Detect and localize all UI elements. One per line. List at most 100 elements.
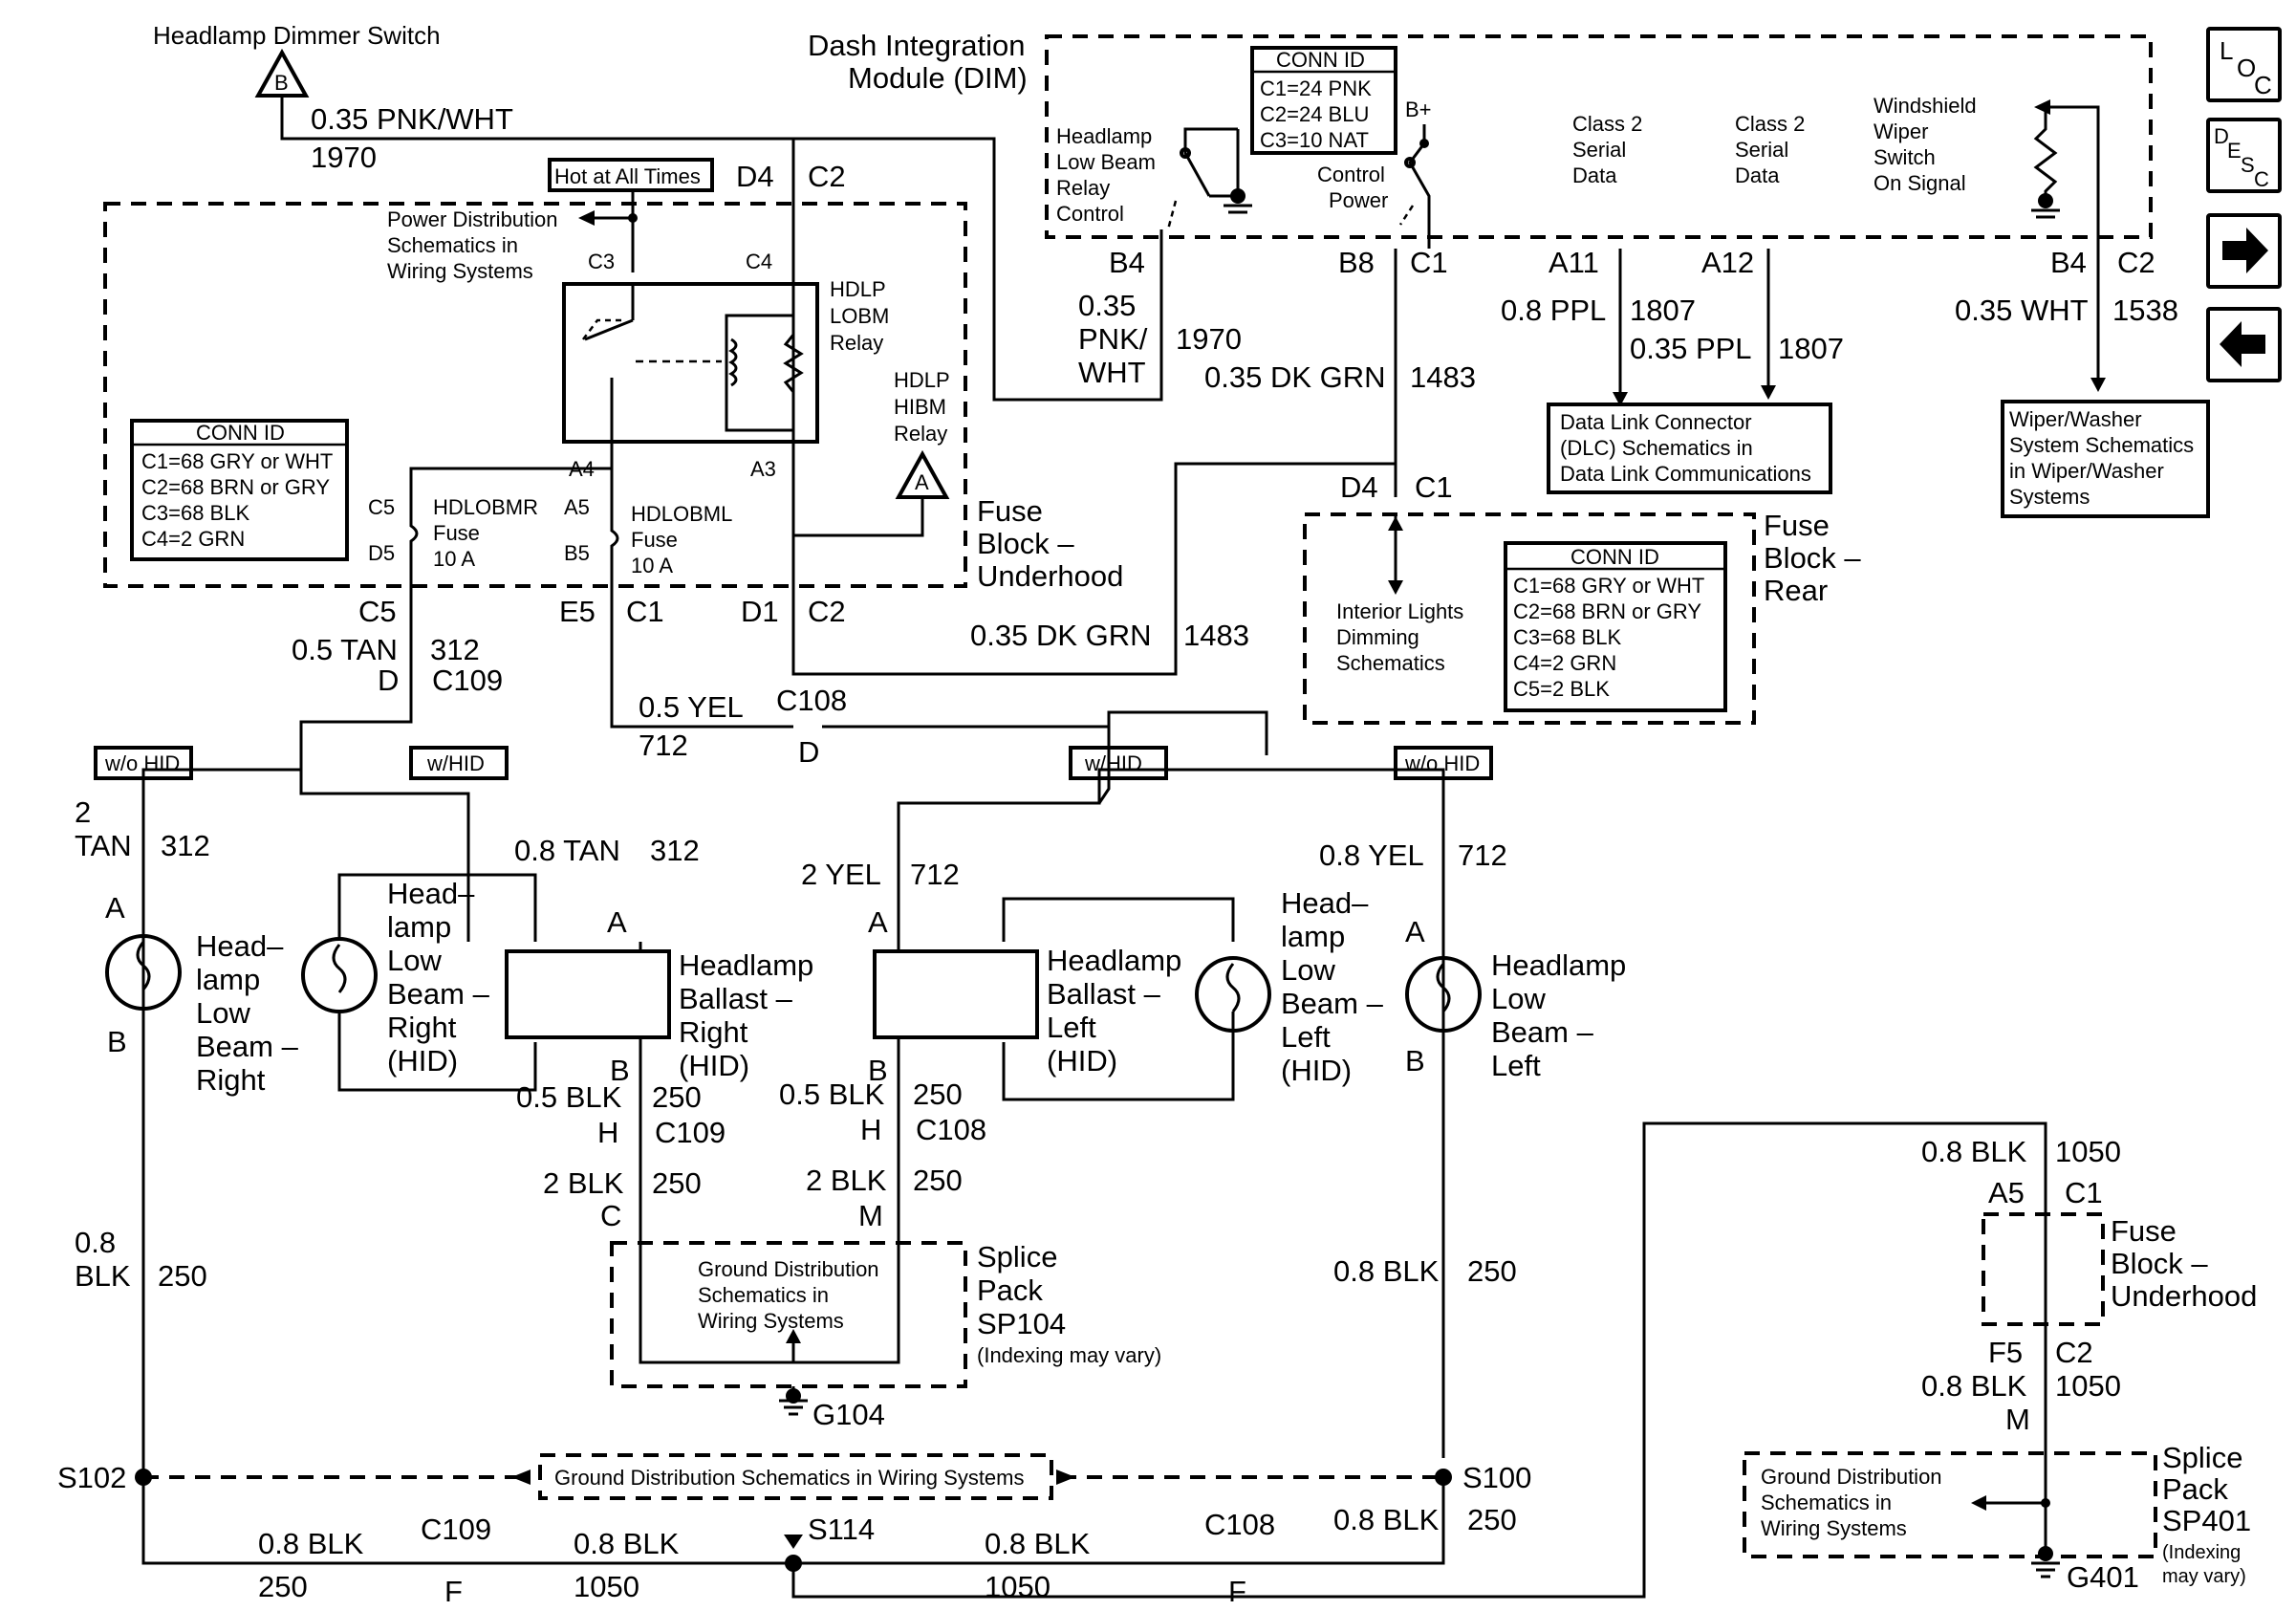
- svg-text:0.35: 0.35: [1078, 289, 1136, 322]
- ground-dist-center-label: Ground Distribution Schematics in Wiring…: [554, 1466, 1025, 1490]
- svg-text:C3: C3: [588, 250, 615, 273]
- svg-text:Serial: Serial: [1572, 138, 1626, 162]
- conn-id-dim: CONN ID C1=24 PNK C2=24 BLU C3=10 NAT: [1250, 46, 1397, 155]
- svg-text:HDLOBML: HDLOBML: [631, 502, 732, 526]
- headlamp-relay-control-label: Headlamp Low Beam Relay Control: [1056, 124, 1156, 226]
- svg-text:250: 250: [913, 1164, 963, 1197]
- dlc-schematics-box[interactable]: Data Link Connector (DLC) Schematics in …: [1547, 403, 1832, 494]
- svg-text:Beam –: Beam –: [196, 1030, 299, 1063]
- svg-text:2: 2: [75, 795, 91, 829]
- svg-text:M: M: [2005, 1403, 2030, 1436]
- hdlobmr-fuse: [409, 492, 419, 574]
- svg-text:(Indexing: (Indexing: [2162, 1542, 2241, 1563]
- svg-text:F5: F5: [1988, 1336, 2023, 1369]
- arrow-power-dist: [578, 210, 595, 226]
- svg-text:250: 250: [158, 1259, 207, 1293]
- splice-pack-sp104-box: [610, 1241, 967, 1388]
- svg-text:B: B: [1405, 1044, 1425, 1078]
- desc-button[interactable]: D E S C: [2206, 118, 2282, 193]
- svg-text:H: H: [860, 1113, 881, 1146]
- hdlobmr-fuse-label: HDLOBMR Fuse 10 A: [433, 495, 538, 571]
- svg-text:Fuse: Fuse: [977, 494, 1043, 528]
- svg-text:A12: A12: [1701, 246, 1754, 279]
- headlamp-ballast-right-label: Headlamp Ballast – Right (HID): [679, 948, 813, 1082]
- svg-text:C2: C2: [808, 595, 846, 628]
- svg-text:Data Link Communications: Data Link Communications: [1560, 462, 1811, 486]
- loc-button[interactable]: L O C: [2206, 27, 2282, 102]
- wire-label-pnk-wht: 0.35 PNK/WHT: [311, 102, 513, 136]
- class2-a-label: Class 2 Serial Data: [1572, 112, 1642, 187]
- svg-text:Pack: Pack: [2162, 1472, 2228, 1506]
- svg-text:1050: 1050: [574, 1570, 639, 1603]
- svg-text:Rear: Rear: [1764, 574, 1828, 607]
- svg-text:CONN ID: CONN ID: [196, 421, 285, 445]
- svg-text:0.35 DK GRN: 0.35 DK GRN: [970, 619, 1152, 652]
- svg-text:Wiring Systems: Wiring Systems: [387, 259, 533, 283]
- svg-text:312: 312: [430, 633, 480, 666]
- svg-text:L: L: [2220, 36, 2233, 65]
- svg-text:C4=2 GRN: C4=2 GRN: [1513, 651, 1616, 675]
- control-power-label: Control Power: [1317, 163, 1388, 212]
- dimmer-switch-label: Headlamp Dimmer Switch: [153, 21, 441, 50]
- svg-text:0.8 BLK: 0.8 BLK: [258, 1527, 364, 1560]
- svg-text:Interior Lights: Interior Lights: [1336, 599, 1463, 623]
- svg-text:C108: C108: [776, 684, 847, 717]
- svg-text:B4: B4: [1109, 246, 1145, 279]
- wiper-switch-label: Windshield Wiper Switch On Signal: [1874, 94, 1977, 195]
- svg-text:Data: Data: [1735, 163, 1780, 187]
- svg-text:A: A: [1405, 915, 1425, 948]
- svg-text:Beam –: Beam –: [1491, 1015, 1594, 1049]
- svg-text:C1=68 GRY or WHT: C1=68 GRY or WHT: [1513, 574, 1704, 598]
- hdlp-hibm-relay-ref-triangle[interactable]: [895, 449, 950, 499]
- svg-text:(HID): (HID): [1047, 1044, 1117, 1078]
- svg-text:C5: C5: [358, 595, 397, 628]
- svg-text:HDLOBMR: HDLOBMR: [433, 495, 538, 519]
- wire-pnk-wht-1970: [280, 96, 1163, 402]
- svg-text:Headlamp: Headlamp: [1491, 948, 1626, 982]
- svg-text:C2=68 BRN or GRY: C2=68 BRN or GRY: [1513, 599, 1701, 623]
- hdlp-lobm-relay-label: HDLP LOBM Relay: [830, 277, 889, 355]
- svg-text:Fuse: Fuse: [433, 521, 480, 545]
- svg-text:C2: C2: [2055, 1336, 2093, 1369]
- svg-text:1807: 1807: [1630, 294, 1696, 327]
- prev-arrow-button[interactable]: [2206, 307, 2282, 382]
- wiper-washer-schematics-box[interactable]: Wiper/Washer System Schematics in Wiper/…: [2001, 400, 2210, 518]
- svg-text:System Schematics: System Schematics: [2009, 433, 2194, 457]
- svg-text:Schematics in: Schematics in: [1761, 1491, 1892, 1514]
- svg-text:lamp: lamp: [387, 910, 451, 944]
- next-arrow-button[interactable]: [2206, 213, 2282, 289]
- svg-text:250: 250: [1467, 1254, 1517, 1288]
- interior-lights-label: Interior Lights Dimming Schematics: [1336, 599, 1463, 675]
- svg-text:Control: Control: [1317, 163, 1385, 186]
- svg-text:Switch: Switch: [1874, 145, 1936, 169]
- arrow-left-icon: [2220, 321, 2265, 367]
- svg-text:0.35 PPL: 0.35 PPL: [1630, 332, 1752, 365]
- svg-text:250: 250: [258, 1570, 308, 1603]
- svg-text:C5: C5: [368, 495, 395, 519]
- svg-text:712: 712: [1458, 838, 1507, 872]
- svg-text:Block –: Block –: [2111, 1247, 2208, 1280]
- dimmer-ref-letter: B: [274, 71, 289, 95]
- svg-text:Wiper: Wiper: [1874, 120, 1928, 143]
- svg-text:B: B: [107, 1025, 127, 1058]
- svg-text:Dimming: Dimming: [1336, 625, 1419, 649]
- svg-text:Right: Right: [679, 1015, 748, 1049]
- svg-text:D: D: [2214, 124, 2229, 148]
- svg-text:1807: 1807: [1778, 332, 1844, 365]
- svg-text:A: A: [607, 905, 627, 939]
- svg-text:C109: C109: [421, 1513, 491, 1546]
- svg-text:H: H: [597, 1116, 618, 1149]
- svg-text:Splice: Splice: [2162, 1441, 2242, 1474]
- svg-text:1538: 1538: [2112, 294, 2178, 327]
- svg-text:D4: D4: [1340, 470, 1378, 504]
- fuse-block-underhood-label: Fuse Block – Underhood: [977, 494, 1123, 593]
- svg-text:Beam –: Beam –: [1281, 987, 1384, 1020]
- svg-text:Left: Left: [1281, 1020, 1331, 1054]
- svg-text:Relay: Relay: [894, 422, 947, 446]
- svg-text:CONN ID: CONN ID: [1570, 545, 1659, 569]
- svg-text:Headlamp: Headlamp: [679, 948, 813, 982]
- headlamp-low-beam-left-lamp: [1405, 956, 1482, 1033]
- svg-text:Relay: Relay: [830, 331, 883, 355]
- svg-text:G401: G401: [2067, 1560, 2139, 1594]
- svg-text:Class 2: Class 2: [1735, 112, 1805, 136]
